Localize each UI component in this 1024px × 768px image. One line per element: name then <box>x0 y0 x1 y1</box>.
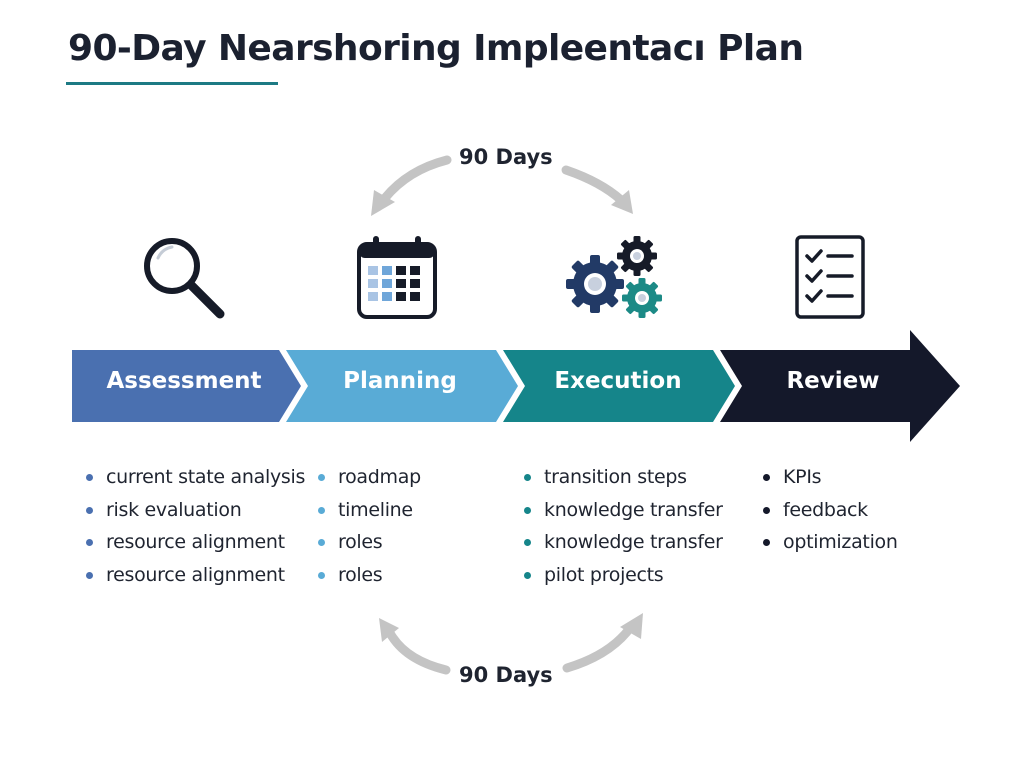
assessment-chevron <box>72 350 301 422</box>
top-right-arc-arrow <box>561 165 626 205</box>
list-item: risk evaluation <box>86 495 305 528</box>
planning-chevron <box>286 350 518 422</box>
planning-task-list: roadmap timeline roles roles <box>318 462 421 592</box>
top-left-arrowhead <box>371 190 395 216</box>
list-item: current state analysis <box>86 462 305 495</box>
title-underline <box>66 82 278 85</box>
list-item: resource alignment <box>86 527 305 560</box>
list-item: pilot projects <box>524 560 723 593</box>
cycle-duration-top-label: 90 Days <box>459 145 553 169</box>
gears-icon <box>562 234 666 322</box>
cycle-duration-bottom-label: 90 Days <box>459 663 553 687</box>
stage-label-review: Review <box>786 368 880 394</box>
list-item: timeline <box>318 495 421 528</box>
assessment-task-list: current state analysis risk evaluation r… <box>86 462 305 592</box>
stage-label-planning: Planning <box>343 368 457 394</box>
stage-banner <box>72 330 960 442</box>
page-title: 90-Day Nearshoring Impleentacı Plan <box>68 28 804 69</box>
list-item: optimization <box>763 527 898 560</box>
review-task-list: KPIs feedback optimization <box>763 462 898 560</box>
small-dark-gear-icon <box>617 236 657 276</box>
execution-task-list: transition steps knowledge transfer know… <box>524 462 723 592</box>
large-gear-icon <box>566 255 624 313</box>
list-item: roadmap <box>318 462 421 495</box>
magnifying-glass-icon <box>138 232 230 324</box>
top-right-arrowhead <box>611 190 633 214</box>
small-teal-gear-icon <box>622 278 662 318</box>
stage-label-execution: Execution <box>554 368 682 394</box>
list-item: roles <box>318 560 421 593</box>
list-item: transition steps <box>524 462 723 495</box>
calendar-icon <box>356 234 438 320</box>
review-arrow <box>720 330 960 442</box>
list-item: knowledge transfer <box>524 495 723 528</box>
bottom-left-arrowhead <box>379 618 399 642</box>
bottom-left-arc-arrow <box>385 628 451 675</box>
top-left-arc-arrow <box>380 155 452 203</box>
checklist-icon <box>794 234 866 320</box>
list-item: roles <box>318 527 421 560</box>
bottom-right-arrowhead <box>620 613 643 639</box>
list-item: KPIs <box>763 462 898 495</box>
bottom-right-arc-arrow <box>562 623 635 673</box>
execution-chevron <box>503 350 735 422</box>
stage-label-assessment: Assessment <box>106 368 262 394</box>
list-item: knowledge transfer <box>524 527 723 560</box>
list-item: resource alignment <box>86 560 305 593</box>
list-item: feedback <box>763 495 898 528</box>
